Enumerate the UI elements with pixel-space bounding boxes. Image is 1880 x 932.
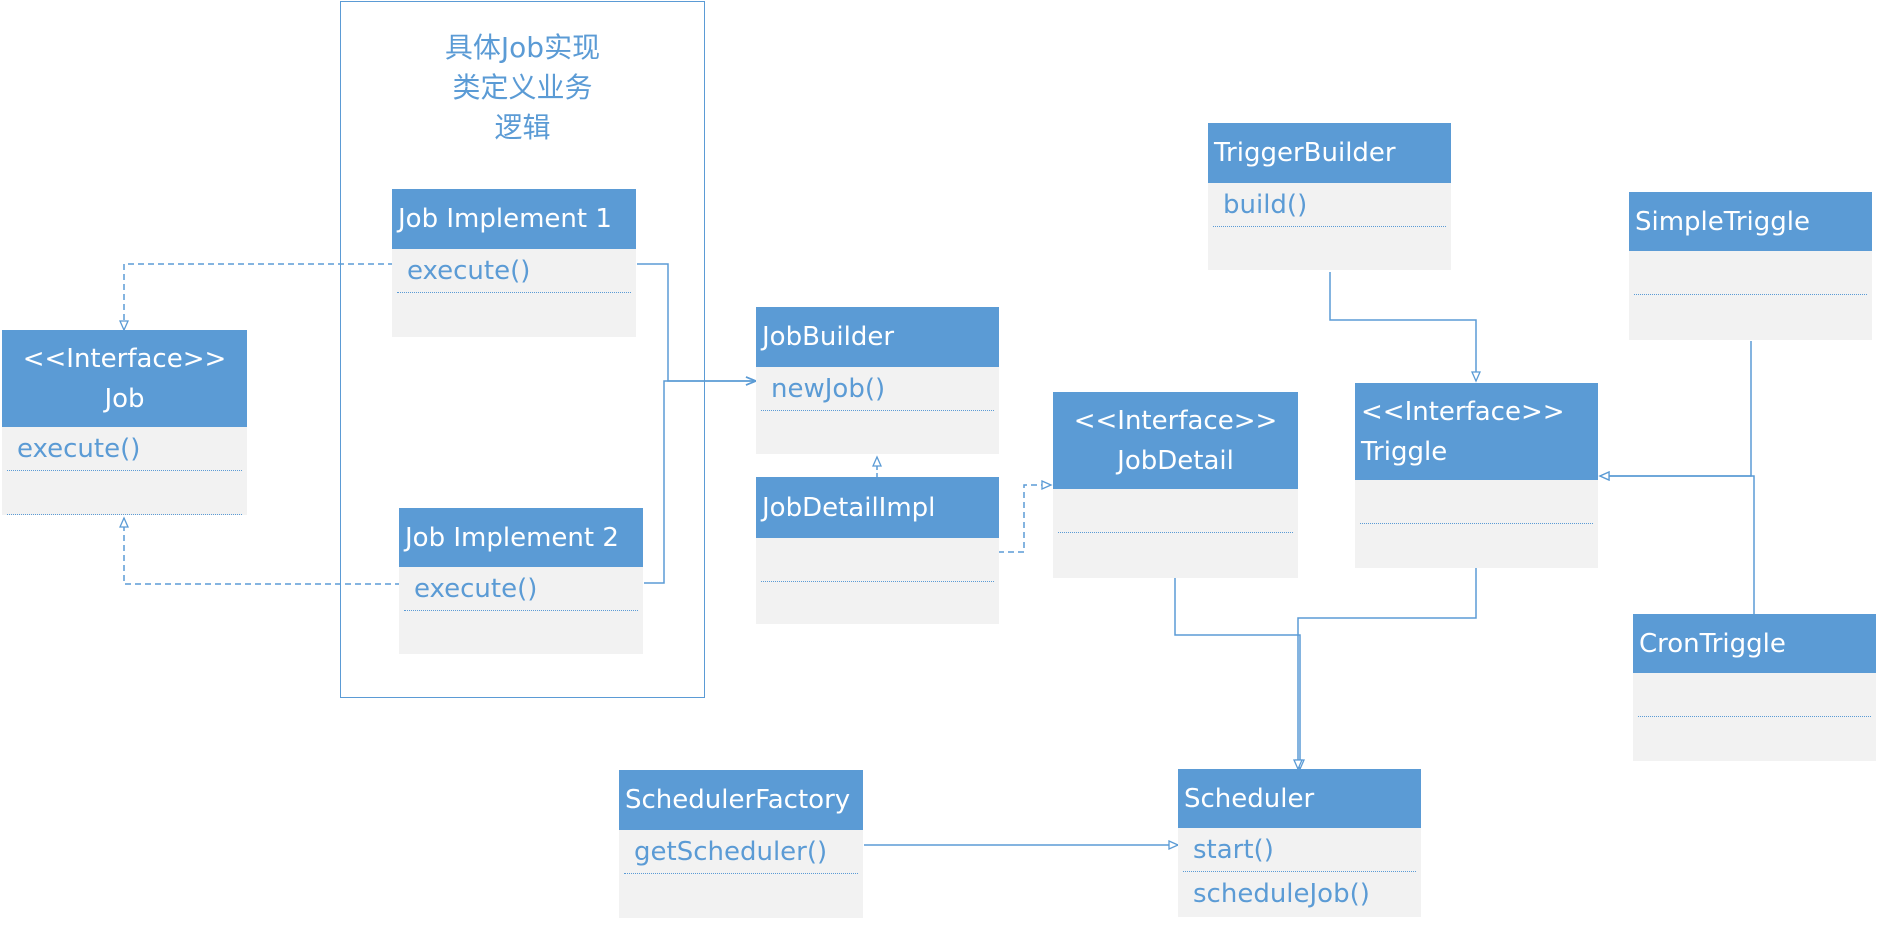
method-schedulejob: scheduleJob(): [1193, 879, 1370, 909]
method-execute: execute(): [7, 427, 242, 471]
realization-jobdetailimpl-jobdetail: [998, 479, 1053, 553]
group-title: 具体Job实现 类定义业务 逻辑: [341, 28, 704, 148]
class-stereotype: <<Interface>>: [1361, 396, 1565, 427]
method-start: start(): [1183, 828, 1416, 872]
group-title-line: 类定义业务: [452, 71, 593, 104]
class-name: Scheduler: [1184, 783, 1315, 814]
class-name: JobDetailImpl: [762, 492, 936, 523]
method-placeholder: [7, 471, 242, 515]
class-methods: newJob(): [756, 367, 999, 411]
class-methods: [1633, 673, 1876, 717]
class-name: JobBuilder: [762, 322, 895, 352]
class-header: Job Implement 1: [392, 189, 636, 249]
class-header: SimpleTriggle: [1629, 192, 1872, 251]
association-triggle-scheduler: [1292, 568, 1477, 771]
method-execute: execute(): [404, 567, 638, 611]
class-header: <<Interface>> JobDetail: [1053, 392, 1298, 489]
class-methods: [1629, 251, 1872, 295]
method-placeholder: [1634, 251, 1867, 295]
method-execute: execute(): [397, 249, 631, 293]
class-job-implement-1[interactable]: Job Implement 1 execute(): [392, 189, 636, 337]
group-title-line: 具体Job实现: [444, 31, 601, 64]
method-placeholder: [1638, 673, 1871, 717]
generalization-simpletriggle-triggle: [1598, 341, 1752, 482]
class-stereotype: <<Interface>>: [22, 343, 227, 374]
class-methods: execute(): [2, 427, 247, 515]
class-job-interface[interactable]: <<Interface>> Job execute(): [2, 330, 247, 515]
method-placeholder: [1058, 489, 1293, 533]
class-header: Job Implement 2: [399, 508, 643, 567]
generalization-crontriggle-triggle: [1598, 470, 1755, 614]
class-triggerbuilder[interactable]: TriggerBuilder build(): [1208, 123, 1451, 270]
class-name: Job Implement 1: [398, 204, 612, 234]
method-build: build(): [1213, 183, 1446, 227]
class-simpletriggle[interactable]: SimpleTriggle: [1629, 192, 1872, 340]
association-jobdetail-scheduler: [1174, 578, 1306, 771]
class-header: <<Interface>> Triggle: [1355, 383, 1598, 480]
class-methods: getScheduler(): [619, 830, 863, 874]
method-placeholder: [761, 538, 994, 582]
class-name: SimpleTriggle: [1635, 206, 1810, 237]
method-getscheduler: getScheduler(): [624, 830, 858, 874]
class-name: JobDetail: [1117, 445, 1234, 476]
class-methods: build(): [1208, 183, 1451, 227]
class-name: CronTriggle: [1639, 628, 1786, 659]
class-stereotype: <<Interface>>: [1073, 405, 1278, 436]
class-name: SchedulerFactory: [625, 785, 851, 815]
class-scheduler[interactable]: Scheduler start() scheduleJob(): [1178, 769, 1421, 917]
class-name: TriggerBuilder: [1214, 138, 1396, 168]
method-placeholder: [1360, 480, 1593, 524]
class-header: SchedulerFactory: [619, 770, 863, 830]
class-methods: execute(): [392, 249, 636, 293]
class-name: Triggle: [1361, 436, 1448, 467]
realization-impl1-job: [118, 263, 394, 332]
association-impl2-jobbuilder: [644, 376, 759, 584]
class-triggle-interface[interactable]: <<Interface>> Triggle: [1355, 383, 1598, 568]
class-header: <<Interface>> Job: [2, 330, 247, 427]
class-header: JobDetailImpl: [756, 477, 999, 538]
class-methods: [756, 538, 999, 582]
class-header: TriggerBuilder: [1208, 123, 1451, 183]
method-newjob: newJob(): [761, 367, 994, 411]
class-header: JobBuilder: [756, 307, 999, 367]
class-header: CronTriggle: [1633, 614, 1876, 673]
job-implementations-group: 具体Job实现 类定义业务 逻辑: [340, 1, 705, 698]
class-crontriggle[interactable]: CronTriggle: [1633, 614, 1876, 761]
class-methods: [1355, 480, 1598, 524]
association-triggerbuilder-triggle: [1329, 272, 1482, 383]
realization-impl2-job: [118, 516, 401, 585]
class-name: Job: [104, 383, 145, 414]
class-schedulerfactory[interactable]: SchedulerFactory getScheduler(): [619, 770, 863, 918]
class-header: Scheduler: [1178, 769, 1421, 828]
class-methods: start() scheduleJob(): [1178, 828, 1421, 916]
class-methods: execute(): [399, 567, 643, 611]
class-jobdetailimpl[interactable]: JobDetailImpl: [756, 477, 999, 624]
group-title-line: 逻辑: [494, 111, 551, 144]
class-name: Job Implement 2: [405, 522, 619, 553]
class-job-implement-2[interactable]: Job Implement 2 execute(): [399, 508, 643, 654]
class-jobdetail-interface[interactable]: <<Interface>> JobDetail: [1053, 392, 1298, 578]
class-methods: [1053, 489, 1298, 533]
class-jobbuilder[interactable]: JobBuilder newJob(): [756, 307, 999, 454]
